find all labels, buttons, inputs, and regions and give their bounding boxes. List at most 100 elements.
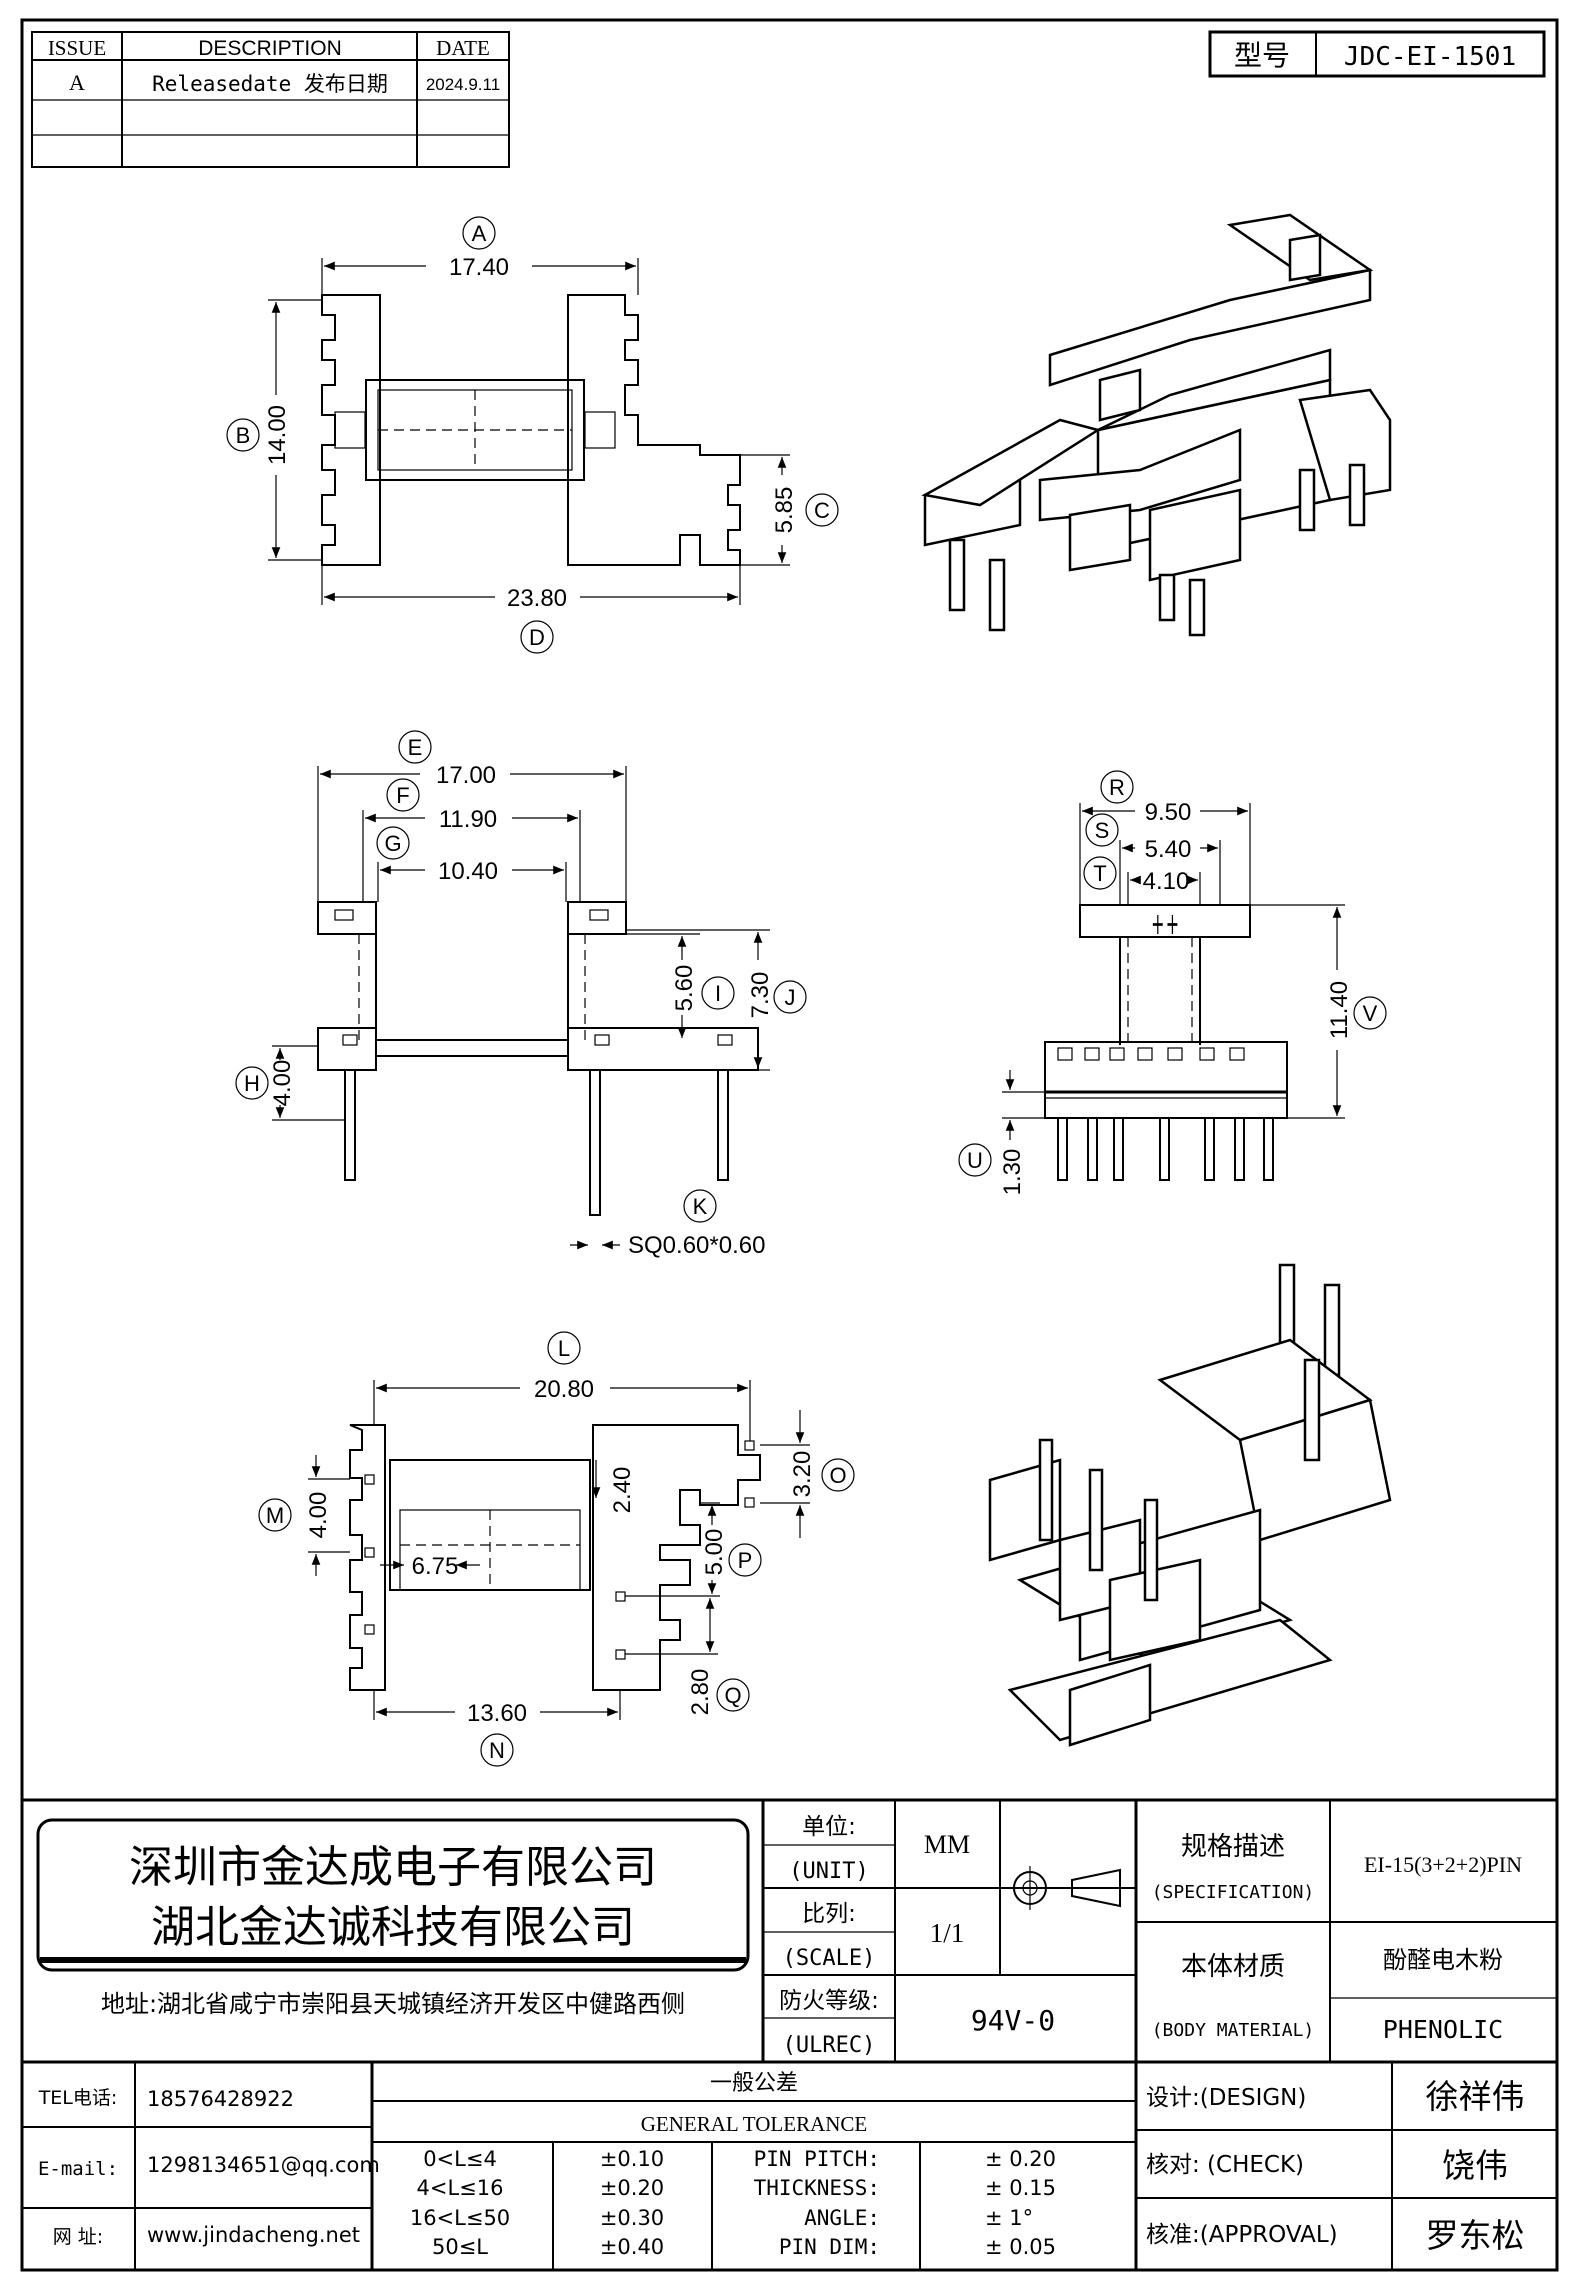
tolerance-title-en: GENERAL TOLERANCE [641, 2112, 868, 2136]
dim-L-letter: L [558, 1336, 570, 1361]
other-tolerance-value: ± 0.05 [985, 2235, 1056, 2259]
iso-view-bottom [988, 1263, 1392, 1747]
top-view: 17.40 A 14.00 B 5.85 C 23.80 D [226, 216, 839, 654]
dim-L-balloon [547, 1331, 581, 1365]
dim-A-letter: A [472, 221, 487, 246]
dim-I-balloon [701, 976, 735, 1010]
tel-value: 18576428922 [147, 2087, 294, 2111]
dim-H-value: 4.00 [269, 1060, 296, 1107]
tolerance-value: ±0.30 [600, 2206, 664, 2230]
spec-value: EI-15(3+2+2)PIN [1364, 1852, 1522, 1877]
dim-B-balloon [226, 418, 260, 452]
other-tolerance-name: ANGLE: [804, 2206, 880, 2230]
dim-U-balloon [958, 1143, 992, 1177]
dim-O-letter: O [829, 1463, 846, 1488]
dim-Q-value: 2.80 [687, 1669, 714, 1716]
title-block: 深圳市金达成电子有限公司 湖北金达诚科技有限公司 地址:湖北省咸宁市崇阳县天城镇… [22, 1798, 1557, 2270]
tolerance-value: ±0.20 [600, 2176, 664, 2200]
dim-P-balloon [728, 1543, 762, 1577]
rev-header-issue: ISSUE [48, 36, 106, 60]
company-name-2: 湖北金达诚科技有限公司 [151, 1902, 635, 1953]
dim-P-value: 5.00 [701, 1529, 728, 1576]
dim-J-value: 7.30 [747, 972, 774, 1019]
dim-Q-letter: Q [724, 1683, 741, 1708]
rev-issue: A [69, 70, 85, 95]
dim-K-value: SQ0.60*0.60 [628, 1232, 765, 1259]
dim-E-balloon [398, 730, 432, 764]
dim-S-letter: S [1095, 818, 1110, 843]
tolerance-range: 16<L≤50 [410, 2206, 510, 2230]
dim-G-value: 10.40 [438, 858, 498, 885]
spec-label-cn: 规格描述 [1181, 1832, 1285, 1862]
other-tolerance-name: THICKNESS: [754, 2176, 880, 2200]
dim-B-value: 14.00 [264, 405, 291, 465]
dim-P-letter: P [738, 1548, 753, 1573]
dim-O-value: 3.20 [789, 1451, 816, 1498]
rev-header-description: DESCRIPTION [198, 37, 342, 60]
dim-K-letter: K [693, 1194, 708, 1219]
dim-K-balloon [683, 1189, 717, 1223]
dim-Q-balloon [716, 1678, 750, 1712]
tolerance-value: ±0.40 [600, 2235, 664, 2259]
tel-label: TEL电话: [38, 2087, 118, 2109]
dim-S-value: 5.40 [1145, 836, 1192, 863]
spec-label-en: (SPECIFICATION) [1152, 1882, 1315, 1903]
web-label: 网 址: [53, 2226, 103, 2248]
check-value: 饶伟 [1442, 2146, 1508, 2185]
ul-value: 94V-0 [971, 2004, 1055, 2037]
dim-U-value: 1.30 [999, 1149, 1026, 1196]
dim-O-balloon [821, 1458, 855, 1492]
projection-symbol [1008, 1866, 1128, 1910]
unit-value: MM [924, 1830, 970, 1859]
dim-I-letter: I [715, 981, 721, 1006]
rev-description: Releasedate 发布日期 [152, 72, 388, 96]
front-view: 17.00 E 11.90 F 10.40 G 4.00 H 5.60 I [235, 730, 807, 1259]
dim-V-value: 11.40 [1326, 981, 1353, 1039]
material-label-en: (BODY MATERIAL) [1152, 2020, 1315, 2041]
other-tolerance-value: ± 0.15 [985, 2176, 1056, 2200]
rev-header-date: DATE [436, 36, 490, 60]
dim-M-letter: M [266, 1503, 284, 1528]
dim-V-letter: V [1363, 1001, 1378, 1026]
dim-H-balloon [235, 1066, 269, 1100]
dim-G-balloon [376, 826, 410, 860]
svg-text:┿ ┿: ┿ ┿ [1152, 914, 1178, 934]
tolerance-value: ±0.10 [600, 2147, 664, 2171]
tolerance-title-cn: 一般公差 [710, 2071, 798, 2096]
dim-D-value: 23.80 [507, 585, 567, 612]
email-label: E-mail: [38, 2158, 118, 2180]
dim-J-balloon [773, 980, 807, 1014]
company-name-1: 深圳市金达成电子有限公司 [129, 1842, 657, 1893]
tolerance-range: 0<L≤4 [423, 2147, 497, 2171]
dim-E-value: 17.00 [436, 762, 496, 789]
rev-date: 2024.9.11 [426, 75, 500, 94]
scale-label-en: (SCALE) [783, 1946, 876, 1971]
dim-S-balloon [1085, 813, 1119, 847]
design-value: 徐祥伟 [1426, 2077, 1525, 2116]
other-tolerance-name: PIN DIM: [779, 2235, 880, 2259]
dim-V-balloon [1353, 996, 1387, 1030]
side-view: ┿ ┿ 9.50 R 5.40 S [958, 770, 1387, 1196]
ul-label-en: (ULREC) [783, 2033, 876, 2058]
dim-T-value: 4.10 [1143, 868, 1190, 895]
material-value-cn: 酚醛电木粉 [1383, 1946, 1503, 1974]
dim-w2-value: 6.75 [412, 1553, 459, 1580]
dim-G-letter: G [384, 831, 401, 856]
dim-M-balloon [258, 1498, 292, 1532]
dim-D-letter: D [529, 625, 545, 650]
dim-N-letter: N [489, 1738, 505, 1763]
dim-D-balloon [520, 620, 554, 654]
scale-value: 1/1 [930, 1918, 965, 1948]
unit-label-cn: 单位: [802, 1814, 856, 1840]
scale-label-cn: 比列: [802, 1901, 856, 1927]
dim-C-value: 5.85 [771, 487, 798, 534]
dim-U-letter: U [967, 1148, 983, 1173]
dim-R-letter: R [1109, 775, 1125, 800]
unit-label-en: (UNIT) [789, 1859, 868, 1884]
dim-N-balloon [480, 1733, 514, 1767]
dim-F-letter: F [396, 783, 409, 808]
approval-value: 罗东松 [1426, 2216, 1525, 2255]
web-value: www.jindacheng.net [147, 2223, 360, 2247]
dim-A-balloon [462, 216, 496, 250]
dim-N-value: 13.60 [467, 1700, 527, 1727]
